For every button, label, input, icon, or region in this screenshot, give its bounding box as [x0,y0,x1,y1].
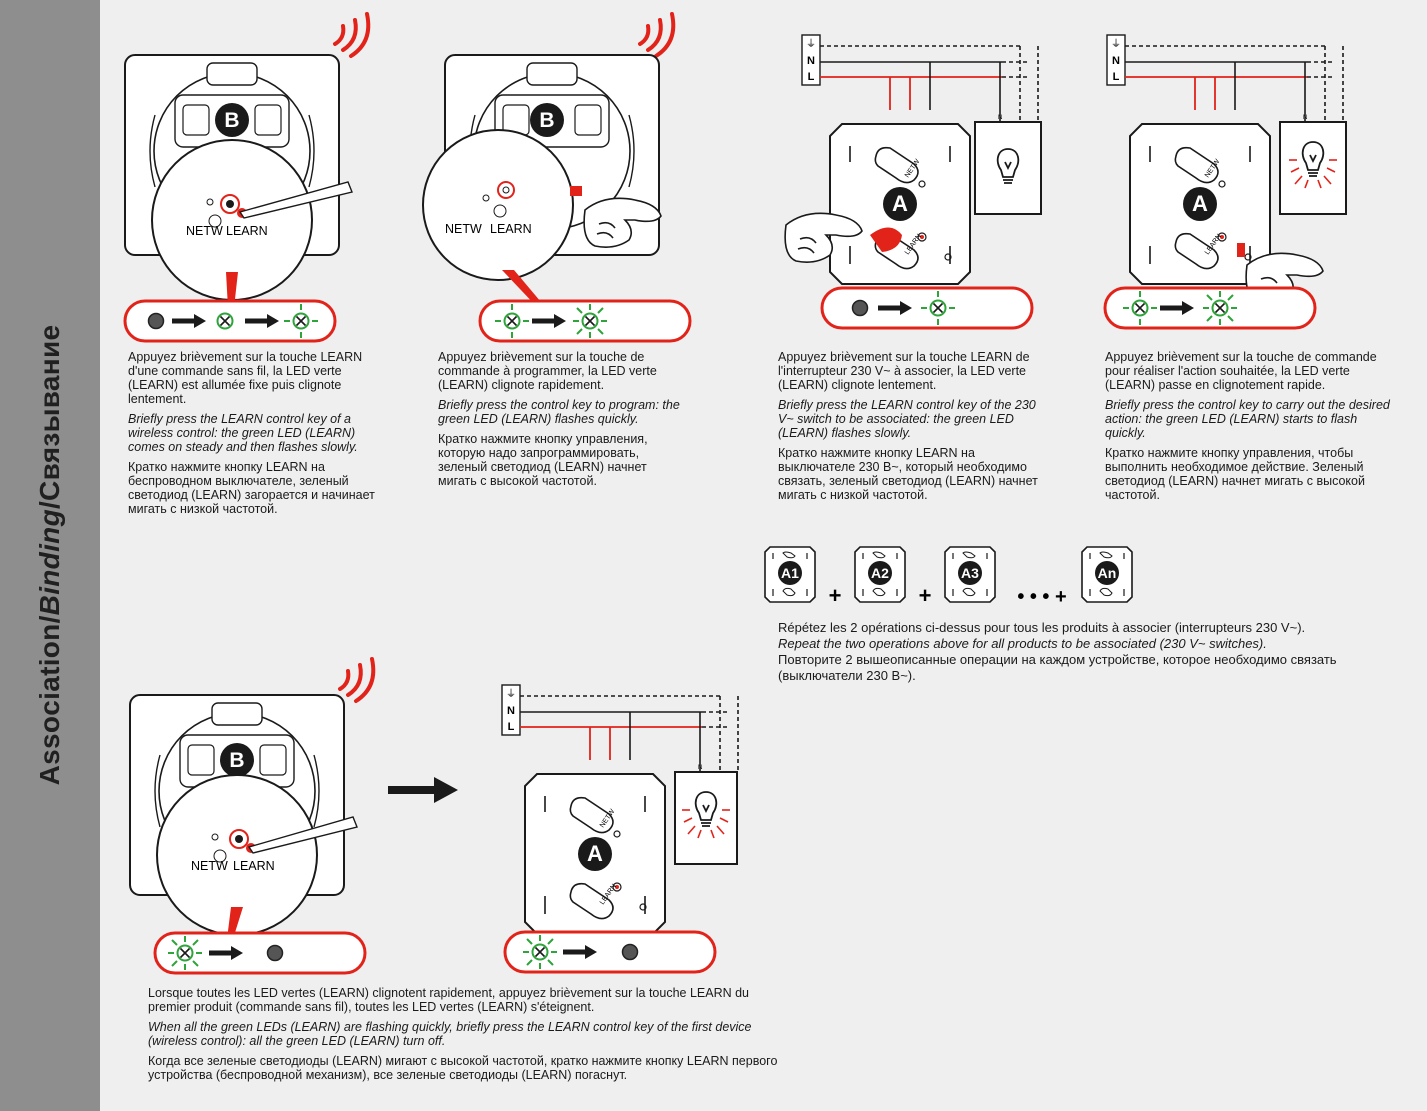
earth-label: ⏚ [1111,38,1121,50]
learn-led-highlight [497,181,515,199]
lamp-box [674,771,738,865]
live-label: L [808,71,815,83]
step2-fr: Appuyez brièvement sur la touche de comm… [438,350,657,392]
led-off-icon [266,944,284,962]
led-on-icon [581,312,599,330]
n-label: N [698,765,702,771]
led-off-icon [851,299,869,317]
module-a2-label: A2 [871,565,889,581]
step1-fr: Appuyez brièvement sur la touche LEARN d… [128,350,363,406]
module-key-label: A [1192,191,1208,216]
sidebar: Association/Binding/Связывание [0,0,100,1111]
step3-ru: Кратко нажмите кнопку LEARN на выключате… [778,446,1038,502]
terminal-block [1106,34,1126,86]
led-on-icon [503,312,521,330]
repeat-modules-row: A1 + A2 + A3 • • • + An [764,546,1133,608]
step2-ru: Кратко нажмите кнопку управления, котору… [438,432,648,488]
step1-en: Briefly press the LEARN control key of a… [128,412,358,454]
earth-label: ⏚ [506,688,516,700]
final-ru: Когда все зеленые светодиоды (LEARN) миг… [148,1054,778,1082]
n-label: N [998,115,1002,121]
neutral-label: N [1112,55,1120,67]
led-on-icon [929,299,947,317]
module-key-label: A [892,191,908,216]
led-off-icon [147,312,165,330]
section-title-ru: /Связывание [34,324,65,510]
netw-label: NETW [191,859,228,873]
ellipsis-plus: • • • + [1017,586,1066,608]
terminal-block [801,34,821,86]
earth-label: ⏚ [806,38,816,50]
key-marker: B [530,103,564,137]
final-en: When all the green LEDs (LEARN) are flas… [148,1020,752,1048]
learn-led-highlight [220,194,240,214]
key-label: B [229,749,244,772]
step4-fr: Appuyez brièvement sur la touche de comm… [1105,350,1377,392]
repeat-en: Repeat the two operations above for all … [778,636,1267,651]
wireless-signal-icon [333,12,371,58]
live-label: L [1113,71,1120,83]
neutral-label: N [807,55,815,67]
led-on-icon [292,312,310,330]
wireless-signal-icon [638,12,676,58]
final-module-illustration: ⏚ N L A NETW LEARN N [501,684,739,974]
led-on-icon [1131,299,1149,317]
section-title-fr: Association/ [34,615,65,786]
step4-illustration: ⏚ N L A NETW LEARN N [1103,34,1347,330]
live-label: L [508,721,515,733]
step2-illustration: B NETW LEARN [422,12,692,343]
wireless-signal-icon [338,657,376,703]
led-on-icon [216,312,234,330]
repeat-text: Répétez les 2 opérations ci-dessus pour … [778,620,1393,684]
step3-illustration: ⏚ N L A NETW LEARN N [784,34,1042,330]
neutral-label: N [507,705,515,717]
control-key [570,186,582,196]
final-fr: Lorsque toutes les LED vertes (LEARN) cl… [148,986,750,1014]
screwdriver [238,181,353,219]
step2-en: Briefly press the control key to program… [438,398,680,426]
step4-text: Appuyez brièvement sur la touche de comm… [1105,350,1390,508]
key-marker: B [220,743,254,777]
key-marker: B [215,103,249,137]
section-title: Association/Binding/Связывание [34,325,66,786]
step1-text: Appuyez brièvement sur la touche LEARN d… [128,350,378,522]
netw-label: NETW [186,224,223,238]
led-off-icon [621,943,639,961]
led-on-icon [176,944,194,962]
key-label: B [539,109,554,132]
learn-label: LEARN [226,224,268,238]
repeat-fr: Répétez les 2 opérations ci-dessus pour … [778,620,1306,635]
module-a3-label: A3 [961,565,979,581]
learn-label: LEARN [233,859,275,873]
step4-en: Briefly press the control key to carry o… [1105,398,1390,440]
screwdriver [247,816,358,854]
repeat-ru: Повторите 2 вышеописанные операции на ка… [778,652,1337,683]
plus-sign: + [919,583,932,608]
module-a1-label: A1 [781,565,799,581]
learn-label: LEARN [490,222,532,236]
netw-label: NETW [445,222,482,236]
step1-illustration: B NETW LEARN [123,12,371,343]
step3-fr: Appuyez brièvement sur la touche LEARN d… [778,350,1030,392]
control-key [1237,243,1245,257]
led-on-icon [531,943,549,961]
big-arrow-icon [388,777,458,803]
step1-ru: Кратко нажмите кнопку LEARN на беспровод… [128,460,375,516]
content-area: B NETW LEARN B NETW LEARN [100,0,1427,1111]
module-key-label: A [587,841,603,866]
key-label: B [224,109,239,132]
learn-led-highlight [229,829,249,849]
section-title-en: Binding [34,509,65,616]
n-label: N [1303,115,1307,121]
step4-ru: Кратко нажмите кнопку управления, чтобы … [1105,446,1365,502]
plus-sign: + [829,583,842,608]
final-wireless-illustration: B NETW LEARN [129,657,376,975]
step3-en: Briefly press the LEARN control key of t… [778,398,1036,440]
led-on-icon [1211,299,1229,317]
final-text: Lorsque toutes les LED vertes (LEARN) cl… [148,986,788,1082]
step3-text: Appuyez brièvement sur la touche LEARN d… [778,350,1048,508]
terminal-block [501,684,521,736]
step2-text: Appuyez brièvement sur la touche de comm… [438,350,688,494]
module-an-label: An [1098,565,1117,581]
